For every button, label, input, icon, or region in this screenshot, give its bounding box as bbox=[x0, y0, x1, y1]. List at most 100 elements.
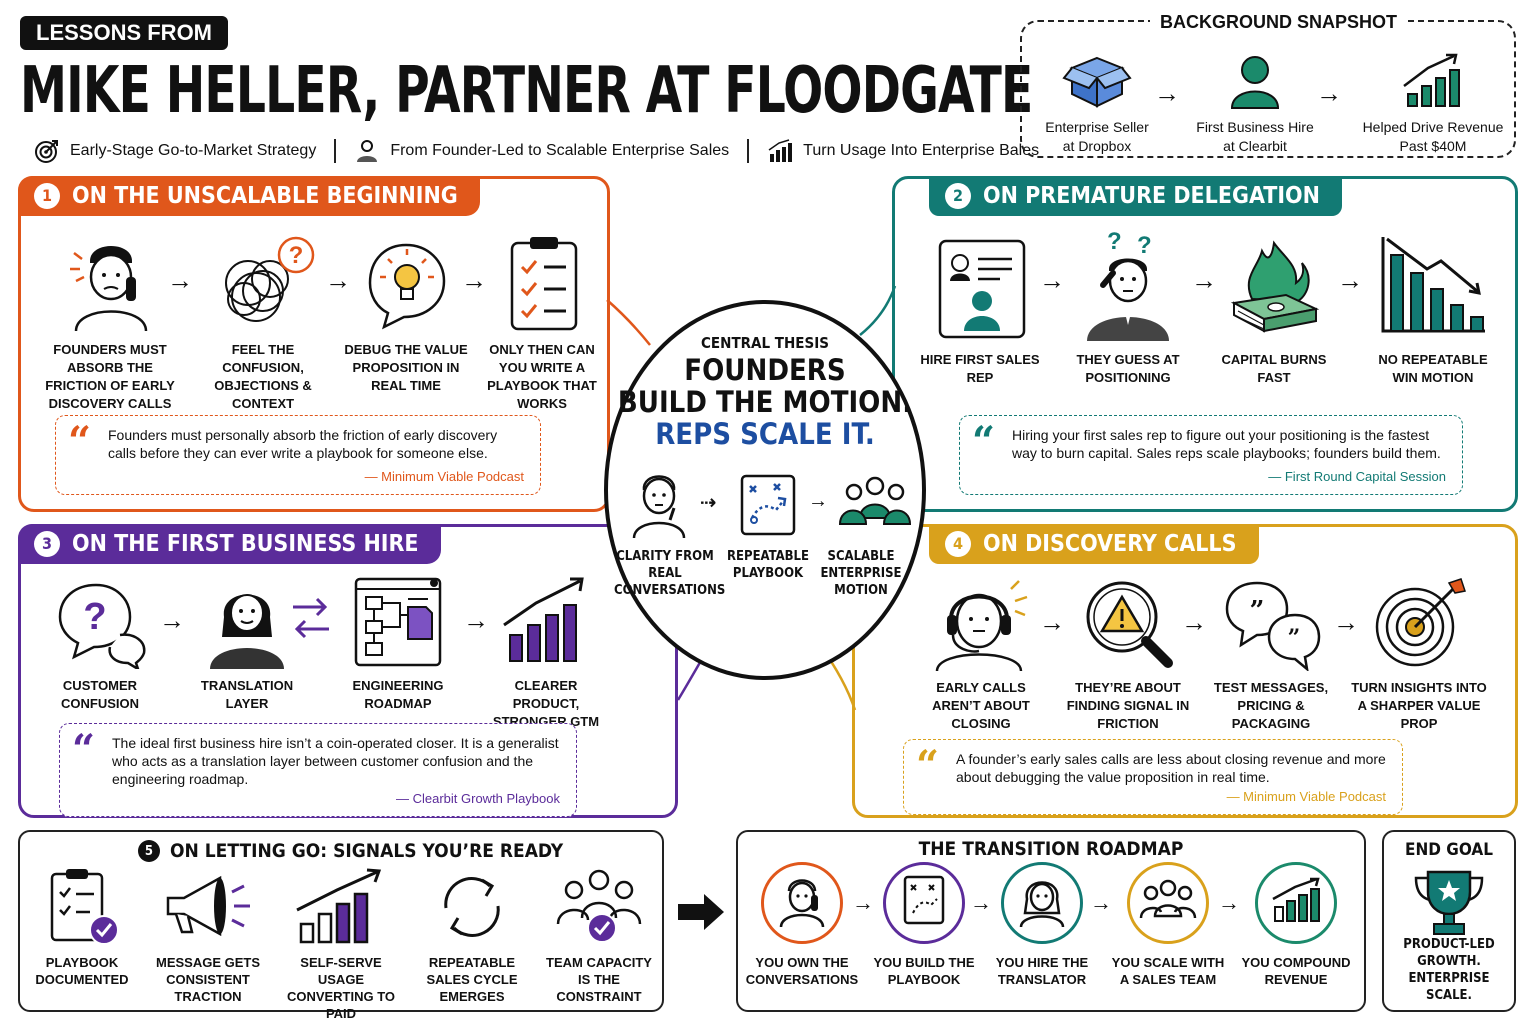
snapshot-item-clearbit: First Business Hire at Clearbit bbox=[1180, 52, 1330, 156]
thesis-step-2: REPEATABLE PLAYBOOK bbox=[727, 549, 809, 581]
checklist-icon bbox=[510, 237, 578, 331]
thesis-line-1: FOUNDERS bbox=[684, 353, 846, 387]
rising-chart-icon bbox=[296, 868, 382, 944]
woman-icon bbox=[1019, 881, 1065, 927]
s4-step-2: THEY’RE ABOUT FINDING SIGNAL IN FRICTION bbox=[1065, 575, 1191, 733]
snapshot-item-revenue: Helped Drive Revenue Past $40M bbox=[1358, 52, 1508, 156]
arrow-icon: → bbox=[463, 605, 489, 635]
s2-step-1: HIRE FIRST SALES REP bbox=[915, 233, 1045, 387]
quote-icon: “ bbox=[72, 726, 96, 773]
burning-money-icon bbox=[1230, 240, 1320, 333]
thesis-line-2: BUILD THE MOTION. bbox=[617, 385, 913, 419]
confused-person-icon: ?? bbox=[1087, 228, 1169, 341]
s1-quote: “ Founders must personally absorb the fr… bbox=[55, 415, 541, 495]
arrow-icon: → bbox=[970, 890, 992, 915]
thesis-line-3: REPS SCALE IT. bbox=[655, 417, 875, 451]
section-2-panel: 2 ON PREMATURE DELEGATION HIRE FIRST SAL… bbox=[892, 176, 1518, 512]
arrow-icon: → bbox=[1090, 890, 1112, 915]
s3-quote: “ The ideal first business hire isn’t a … bbox=[59, 723, 577, 817]
s1-step-1: FOUNDERS MUST ABSORB THE FRICTION OF EAR… bbox=[39, 233, 181, 413]
roadmap-title: THE TRANSITION ROADMAP bbox=[918, 838, 1184, 860]
s3-quote-source: — Clearbit Growth Playbook bbox=[395, 791, 560, 806]
s5-step-4: REPEATABLE SALES CYCLE EMERGES bbox=[414, 866, 530, 1005]
section-1-panel: 1 ON THE UNSCALABLE BEGINNING FOUNDERS M… bbox=[18, 176, 610, 512]
s1-quote-source: — Minimum Viable Podcast bbox=[364, 469, 524, 484]
svg-text:?: ? bbox=[1137, 232, 1152, 259]
team-icon bbox=[1139, 879, 1197, 919]
s4-step-4: TURN INSIGHTS INTO A SHARPER VALUE PROP bbox=[1349, 575, 1489, 733]
arrow-icon: → bbox=[1154, 78, 1180, 108]
rising-chart-icon bbox=[503, 577, 584, 662]
roadmap-step-1: YOU OWN THE CONVERSATIONS bbox=[742, 862, 862, 988]
target-arrow-icon bbox=[1375, 578, 1466, 667]
team-icon bbox=[838, 476, 912, 525]
thesis-label: CENTRAL THESIS bbox=[701, 334, 829, 352]
section-5-panel: 5 ON LETTING GO: SIGNALS YOU’RE READY PL… bbox=[18, 830, 664, 1021]
s5-step-3: SELF-SERVE USAGE CONVERTING TO PAID bbox=[276, 866, 406, 1022]
roadmap-step-2: YOU BUILD THE PLAYBOOK bbox=[866, 862, 982, 988]
subline-item-2: From Founder-Led to Scalable Enterprise … bbox=[390, 142, 730, 159]
section-3-panel: 3 ON THE FIRST BUSINESS HIRE ? CUSTOMER … bbox=[18, 524, 678, 818]
s2-quote: “ Hiring your first sales rep to figure … bbox=[959, 415, 1463, 495]
target-icon bbox=[35, 140, 58, 163]
s2-quote-source: — First Round Capital Session bbox=[1268, 469, 1446, 484]
tangle-icon: ? bbox=[225, 236, 315, 322]
s4-step-3: ”” TEST MESSAGES, PRICING & PACKAGING bbox=[1203, 575, 1339, 733]
thesis-step-1: CLARITY FROM REAL CONVERSATIONS bbox=[614, 549, 726, 598]
arrow-icon: → bbox=[167, 265, 193, 295]
phone-person-icon bbox=[779, 879, 825, 927]
subline-item-1: Early-Stage Go-to-Market Strategy bbox=[70, 142, 317, 159]
section-4-panel: 4 ON DISCOVERY CALLS EARLY CALLS AREN’T … bbox=[852, 524, 1518, 818]
s1-step-4: ONLY THEN CAN YOU WRITE A PLAYBOOK THAT … bbox=[477, 233, 607, 413]
quote-icon: “ bbox=[916, 742, 940, 789]
svg-text:”: ” bbox=[1250, 596, 1265, 626]
arrow-icon: → bbox=[1337, 265, 1363, 295]
box-icon bbox=[1062, 56, 1132, 108]
s5-step-1: PLAYBOOK DOCUMENTED bbox=[26, 866, 138, 988]
arrow-icon: ⇢ bbox=[700, 492, 717, 514]
thinking-person-icon bbox=[632, 475, 686, 538]
falling-chart-icon bbox=[1381, 237, 1485, 333]
s5-step-5: TEAM CAPACITY IS THE CONSTRAINT bbox=[540, 866, 658, 1005]
chart-icon bbox=[768, 139, 793, 162]
svg-text:”: ” bbox=[1288, 625, 1301, 651]
subline-item-3: Turn Usage Into Enterprise Bales bbox=[803, 142, 1040, 159]
end-goal-panel: END GOAL PRODUCT-LED GROWTH. ENTERPRISE … bbox=[1382, 830, 1516, 1012]
arrow-icon: → bbox=[1191, 265, 1217, 295]
woman-icon bbox=[210, 594, 284, 669]
arrow-icon: → bbox=[1316, 78, 1342, 108]
roadmap-step-4: YOU SCALE WITH A SALES TEAM bbox=[1106, 862, 1230, 988]
thesis-step-3: SCALABLE ENTERPRISE MOTION bbox=[820, 549, 902, 598]
swap-arrows-icon bbox=[293, 597, 329, 639]
quote-icon: “ bbox=[68, 418, 92, 465]
cycle-icon bbox=[444, 877, 500, 937]
arrow-icon: → bbox=[159, 605, 185, 635]
s4-quote-source: — Minimum Viable Podcast bbox=[1226, 789, 1386, 804]
divider bbox=[747, 139, 750, 163]
arrow-icon: → bbox=[1218, 890, 1240, 915]
end-goal-text: PRODUCT-LED GROWTH. ENTERPRISE SCALE. bbox=[1403, 937, 1495, 1003]
person-icon bbox=[1230, 56, 1280, 109]
flowchart-icon bbox=[354, 577, 442, 667]
s2-step-4: NO REPEATABLE WIN MOTION bbox=[1365, 233, 1501, 387]
s3-step-1: ? CUSTOMER CONFUSION bbox=[35, 577, 165, 713]
roadmap-step-5: YOU COMPOUND REVENUE bbox=[1236, 862, 1356, 988]
snapshot-item-dropbox: Enterprise Seller at Dropbox bbox=[1022, 52, 1172, 156]
svg-text:?: ? bbox=[289, 242, 304, 269]
s1-step-3: DEBUG THE VALUE PROPOSITION IN REAL TIME bbox=[343, 233, 469, 395]
clipboard-check-icon bbox=[50, 869, 119, 945]
arrow-icon: → bbox=[461, 265, 487, 295]
playbook-icon bbox=[903, 875, 945, 925]
trophy-icon bbox=[1414, 870, 1484, 935]
lightbulb-icon bbox=[368, 243, 446, 330]
arrow-icon: → bbox=[808, 490, 828, 512]
team-check-icon bbox=[556, 869, 642, 943]
question-bubble-icon: ? bbox=[58, 583, 146, 669]
arrow-icon: → bbox=[1039, 265, 1065, 295]
section-4-header: 4 ON DISCOVERY CALLS bbox=[929, 524, 1259, 564]
rising-chart-icon bbox=[1272, 877, 1320, 922]
resume-icon bbox=[938, 239, 1026, 339]
arrow-icon: → bbox=[852, 890, 874, 915]
playbook-icon bbox=[740, 474, 796, 536]
s3-step-3: ENGINEERING ROADMAP bbox=[333, 573, 463, 713]
